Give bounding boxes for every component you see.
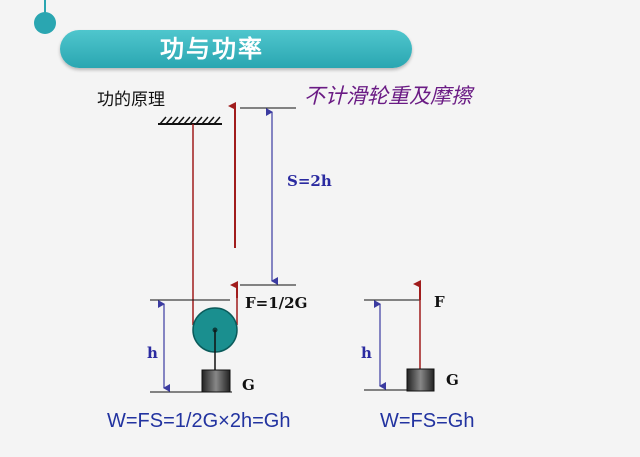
section-subtitle: 功的原理	[97, 90, 165, 110]
pin-string	[44, 0, 46, 18]
h-left-label: h	[147, 344, 158, 362]
s-label: S=2h	[287, 172, 332, 190]
g-right-label: G	[446, 371, 459, 389]
pin-icon	[34, 12, 56, 34]
title-banner	[60, 30, 412, 68]
condition-note: 不计滑轮重及摩擦	[304, 84, 472, 108]
f-right-label: F	[434, 293, 445, 311]
g-left-label: G	[242, 376, 255, 394]
ceiling	[158, 116, 222, 125]
formula-right: W=FS=Gh	[380, 410, 475, 432]
right-weight	[406, 368, 435, 392]
banner-title: 功与功率	[160, 35, 264, 63]
left-weight	[201, 369, 231, 393]
f-left-label: F=1/2G	[245, 294, 308, 312]
formula-left: W=FS=1/2G×2h=Gh	[107, 410, 291, 432]
h-right-label: h	[361, 344, 372, 362]
